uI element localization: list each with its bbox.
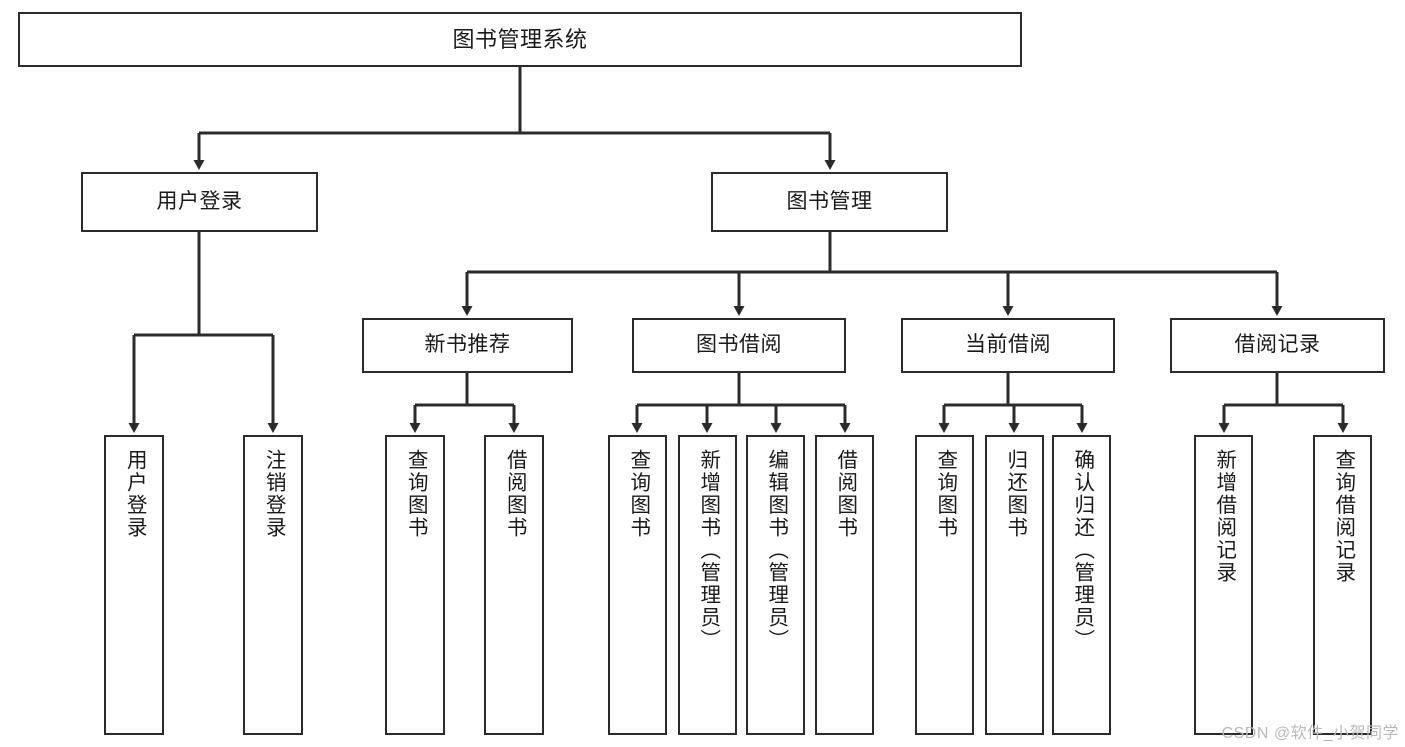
- node-leaf-user-login-label: 用户登录: [123, 449, 147, 539]
- node-leaf-borrow-book-recommend-label: 借阅图书: [503, 449, 527, 539]
- node-user-login-label: 用户登录: [156, 189, 243, 213]
- node-leaf-borrow-book-label: 借阅图书: [833, 449, 857, 539]
- node-leaf-confirm-return-admin[interactable]: 确认归还（管理员）: [1052, 435, 1111, 735]
- node-leaf-query-book-current-label: 查询图书: [933, 449, 957, 539]
- connector-root-to-level2: [193, 67, 836, 170]
- connector-bookmanage-to-level3: [461, 232, 1283, 316]
- node-leaf-add-book-admin[interactable]: 新增图书（管理员）: [678, 435, 737, 735]
- node-leaf-query-book-borrow-label: 查询图书: [626, 449, 650, 539]
- node-leaf-add-borrow-record[interactable]: 新增借阅记录: [1194, 435, 1253, 735]
- node-leaf-borrow-book-recommend[interactable]: 借阅图书: [484, 435, 544, 735]
- node-root-system[interactable]: 图书管理系统: [18, 12, 1022, 67]
- node-leaf-query-book-recommend[interactable]: 查询图书: [385, 435, 445, 735]
- node-leaf-edit-book-admin-label: 编辑图书（管理员）: [764, 449, 788, 652]
- node-leaf-borrow-book[interactable]: 借阅图书: [815, 435, 874, 735]
- node-leaf-add-borrow-record-label: 新增借阅记录: [1212, 449, 1236, 584]
- node-leaf-edit-book-admin[interactable]: 编辑图书（管理员）: [746, 435, 805, 735]
- node-current-borrow-label: 当前借阅: [965, 333, 1051, 357]
- node-leaf-user-login[interactable]: 用户登录: [104, 435, 164, 735]
- node-book-borrow[interactable]: 图书借阅: [632, 318, 846, 373]
- node-leaf-query-borrow-record-label: 查询借阅记录: [1331, 449, 1355, 584]
- node-new-book-recommend[interactable]: 新书推荐: [362, 318, 573, 373]
- node-leaf-confirm-return-admin-label: 确认归还（管理员）: [1070, 449, 1094, 652]
- node-leaf-add-book-admin-label: 新增图书（管理员）: [696, 449, 720, 652]
- connector-borrowrecord-to-leaves: [1218, 373, 1349, 433]
- connector-newbook-to-leaves: [409, 373, 520, 433]
- node-root-system-label: 图书管理系统: [452, 26, 588, 52]
- node-leaf-user-logout[interactable]: 注销登录: [243, 435, 303, 735]
- node-leaf-query-book-borrow[interactable]: 查询图书: [608, 435, 667, 735]
- node-leaf-return-book-label: 归还图书: [1003, 449, 1027, 539]
- connector-userlogin-to-leaves: [128, 232, 279, 433]
- node-leaf-user-logout-label: 注销登录: [262, 449, 286, 539]
- node-user-login[interactable]: 用户登录: [81, 172, 318, 232]
- node-borrow-record[interactable]: 借阅记录: [1170, 318, 1385, 373]
- connector-currentborrow-to-leaves: [938, 373, 1088, 433]
- node-book-borrow-label: 图书借阅: [696, 333, 782, 357]
- node-current-borrow[interactable]: 当前借阅: [901, 318, 1115, 373]
- node-leaf-return-book[interactable]: 归还图书: [985, 435, 1044, 735]
- node-leaf-query-borrow-record[interactable]: 查询借阅记录: [1313, 435, 1372, 735]
- node-leaf-query-book-current[interactable]: 查询图书: [915, 435, 974, 735]
- node-book-manage-label: 图书管理: [786, 189, 873, 213]
- node-book-manage[interactable]: 图书管理: [711, 172, 948, 232]
- node-leaf-query-book-recommend-label: 查询图书: [404, 449, 428, 539]
- connector-bookborrow-to-leaves: [631, 373, 851, 433]
- node-new-book-recommend-label: 新书推荐: [424, 333, 511, 357]
- node-borrow-record-label: 借阅记录: [1234, 333, 1321, 357]
